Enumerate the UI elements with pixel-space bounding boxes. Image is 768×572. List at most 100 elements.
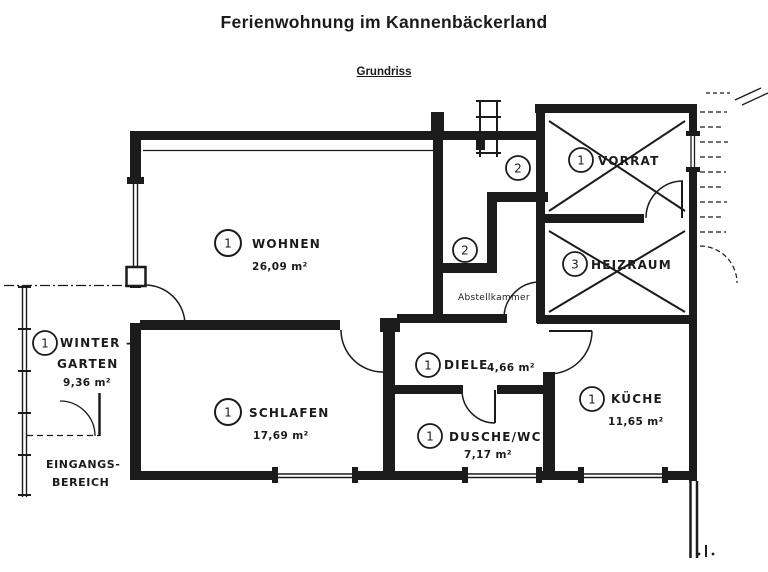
survey-dot [711,552,715,556]
wall [397,314,507,323]
room-number-circle-diele [415,352,441,378]
wall [140,320,340,330]
room-number: 1 [41,337,49,351]
room-number: 2 [514,162,522,176]
bottom-window-kueche [578,467,668,483]
room-name-wohnen: WOHNEN [252,237,321,251]
room-number-circle-wohnen [214,229,242,257]
windows [125,131,700,483]
wall-post [125,265,147,288]
room-number: 1 [224,406,232,420]
window-post [127,177,144,184]
door-arc-wohnen [144,284,186,326]
window-symbol [583,471,663,480]
interior-walls [140,140,697,471]
room-name-vorrat: VORRAT [598,154,660,168]
room-labels: 1 WOHNEN 26,09 m² 1 WINTER - GARTEN 9,36… [32,147,672,489]
room-area-wintergarten: 9,36 m² [63,377,111,389]
room-number-circle-dusche [417,423,443,449]
door-opening [130,288,141,323]
room-number-circle-vorrat [568,147,594,173]
room-area-wohnen: 26,09 m² [252,261,308,273]
room-name-kueche: KÜCHE [611,391,663,406]
wall [536,104,545,323]
wall [487,202,497,267]
door-arc-vorrat [645,180,684,219]
room-number: 1 [426,430,434,444]
wall-post [431,112,444,131]
window-symbol [277,471,353,480]
wall [443,263,497,273]
door-arc-schlafen [340,329,384,373]
room-name-dusche: DUSCHE/WC [449,430,542,444]
hatch-diagonal [741,92,768,106]
survey-dot [697,552,701,556]
room-area-kueche: 11,65 m² [608,416,664,428]
room-number-circle-flur-upper [505,155,531,181]
wall [487,192,548,202]
wall [395,385,463,394]
room-area-schlafen: 17,69 m² [253,430,309,442]
technical-symbols [431,100,501,157]
room-name-diele: DIELE [444,358,488,372]
window-post [578,467,584,483]
wall [689,104,697,481]
chimney-flue [476,136,485,150]
room-name-wintergarten: WINTER - [60,336,132,350]
wall [130,471,697,480]
room-area-dusche: 7,17 m² [464,449,512,461]
x-cross-heizraum [548,230,686,313]
wall [383,325,395,471]
room-number: 1 [577,154,585,168]
door-arc-abstellkammer [503,281,541,319]
plan-subtitle: Grundriss [356,66,412,78]
bottom-window-schlafen [272,467,358,483]
room-number: 2 [461,244,469,258]
wall [535,104,697,113]
entrance-label-line2: BEREICH [52,476,109,489]
wall [130,131,544,140]
room-number-circle-kueche [579,386,605,412]
door-arc-dusche [461,389,496,424]
window-post [686,167,700,172]
window-symbol [130,183,141,268]
room-number: 1 [424,359,432,373]
room-name-heizraum: HEIZRAUM [591,258,672,272]
room-name-wintergarten2: GARTEN [57,357,118,371]
wall [537,315,697,324]
bottom-window-dusche [462,467,542,483]
room-number-circle-wintergarten [32,330,58,356]
window-post [272,467,278,483]
window-symbol [467,471,537,480]
exterior-hatching [697,87,768,557]
wall [433,140,443,322]
door-arc-kueche [548,330,593,375]
window-post [686,131,700,136]
doors [59,180,738,437]
wintergarten-outline [4,284,130,497]
room-number: 3 [571,258,579,272]
window-post [536,467,542,483]
room-number-circle-flur-lower [452,237,478,263]
window-post [662,467,668,483]
room-number: 1 [224,237,232,251]
window-post [352,467,358,483]
entrance-label-line1: EINGANGS- [46,458,120,471]
room-number-circle-heizraum [562,251,588,277]
window-symbol [689,136,697,167]
room-number: 1 [588,393,596,407]
room-number-circle-schlafen [214,398,242,426]
room-crosses [548,120,686,313]
x-cross-vorrat [548,120,686,212]
door-arc-wintergarten [59,400,96,437]
room-name-schlafen: SCHLAFEN [249,406,329,420]
wall [543,372,555,471]
wall [545,214,644,223]
wall [497,385,543,394]
room-name-abstellkammer: Abstellkammer [458,293,530,303]
window-post [462,467,468,483]
exterior-walls [130,104,699,558]
door-arc-exterior [699,245,738,284]
